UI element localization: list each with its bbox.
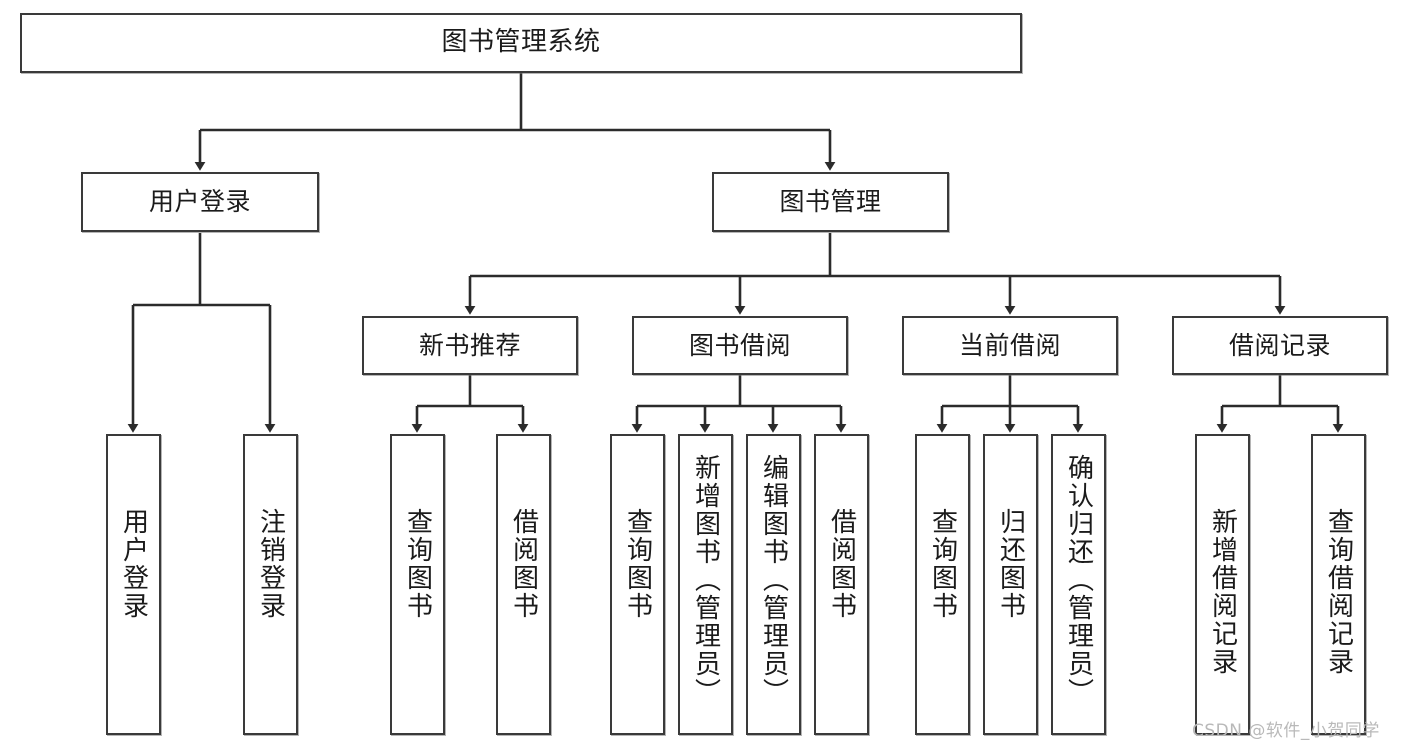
node-label: 查询借阅记录 xyxy=(1323,508,1354,676)
leaf-recommend-borrow-book[interactable]: 借阅图书 xyxy=(496,434,551,735)
node-user-login[interactable]: 用户登录 xyxy=(81,172,319,232)
node-label: 借阅图书 xyxy=(826,508,857,620)
leaf-current-confirm-return-admin[interactable]: 确认归还（管理员） xyxy=(1051,434,1106,735)
leaf-record-add-record[interactable]: 新增借阅记录 xyxy=(1195,434,1250,735)
leaf-recommend-query-book[interactable]: 查询图书 xyxy=(390,434,445,735)
node-borrow-record[interactable]: 借阅记录 xyxy=(1172,316,1388,375)
node-label: 用户登录 xyxy=(118,508,149,620)
node-label: 当前借阅 xyxy=(958,330,1061,360)
leaf-user-login[interactable]: 用户登录 xyxy=(106,434,161,735)
node-current-borrow[interactable]: 当前借阅 xyxy=(902,316,1118,375)
node-label: 归还图书 xyxy=(995,508,1026,620)
leaf-borrow-add-book-admin[interactable]: 新增图书（管理员） xyxy=(678,434,733,735)
leaf-current-query-book[interactable]: 查询图书 xyxy=(915,434,970,735)
node-label: 图书管理系统 xyxy=(441,27,601,58)
node-label: 借阅记录 xyxy=(1228,330,1331,360)
node-label: 注销登录 xyxy=(255,508,286,620)
node-root-system[interactable]: 图书管理系统 xyxy=(20,13,1022,73)
node-label: 确认归还（管理员） xyxy=(1063,454,1094,706)
leaf-borrow-edit-book-admin[interactable]: 编辑图书（管理员） xyxy=(746,434,801,735)
node-new-book-recommend[interactable]: 新书推荐 xyxy=(362,316,578,375)
leaf-borrow-query-book[interactable]: 查询图书 xyxy=(610,434,665,735)
node-label: 用户登录 xyxy=(148,187,251,216)
node-label: 查询图书 xyxy=(927,508,958,620)
node-label: 查询图书 xyxy=(402,508,433,620)
node-label: 图书借阅 xyxy=(688,330,791,360)
node-book-borrow[interactable]: 图书借阅 xyxy=(632,316,848,375)
node-book-management[interactable]: 图书管理 xyxy=(712,172,949,232)
leaf-logout-login[interactable]: 注销登录 xyxy=(243,434,298,735)
node-label: 借阅图书 xyxy=(508,508,539,620)
leaf-record-query-record[interactable]: 查询借阅记录 xyxy=(1311,434,1366,735)
leaf-borrow-borrow-book[interactable]: 借阅图书 xyxy=(814,434,869,735)
node-label: 新书推荐 xyxy=(418,330,521,360)
node-label: 新增图书（管理员） xyxy=(690,454,721,706)
node-label: 查询图书 xyxy=(622,508,653,620)
leaf-current-return-book[interactable]: 归还图书 xyxy=(983,434,1038,735)
csdn-watermark: CSDN @软件_小贺同学 xyxy=(1192,721,1380,741)
node-label: 图书管理 xyxy=(779,187,882,216)
node-label: 新增借阅记录 xyxy=(1207,508,1238,676)
node-label: 编辑图书（管理员） xyxy=(758,454,789,706)
